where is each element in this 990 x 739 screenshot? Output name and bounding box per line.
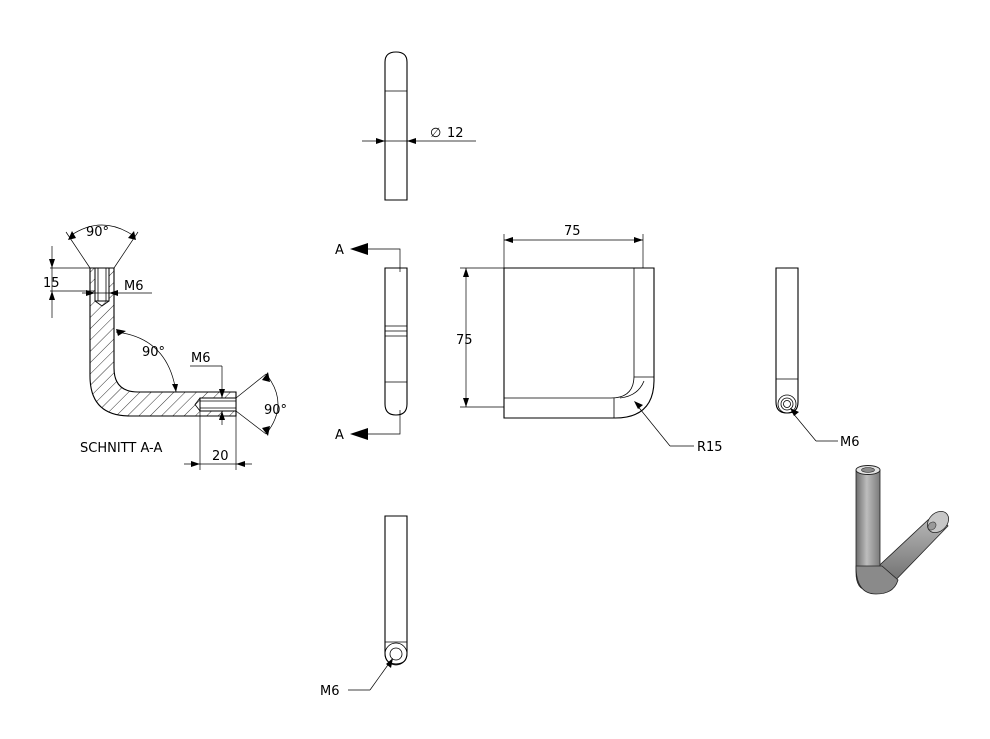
side-view: 75 75 R15 — [456, 224, 723, 455]
section-title: SCHNITT A-A — [80, 441, 162, 456]
height-label: 75 — [456, 333, 473, 348]
section-view: 90° 15 M6 90° M6 90° — [43, 224, 287, 470]
right-thread-label: M6 — [840, 435, 860, 450]
radius-label: R15 — [697, 440, 723, 455]
thread-side-label: M6 — [191, 351, 211, 366]
side-thread-hole — [199, 397, 237, 412]
front-view: A A — [335, 243, 408, 443]
section-arrow-top — [350, 243, 368, 255]
iso-elbow — [855, 565, 899, 595]
depth-top-label: 15 — [43, 276, 60, 291]
diameter-label: 12 — [447, 126, 464, 141]
depth-side-label: 20 — [212, 449, 229, 464]
angle-right-label: 90° — [264, 403, 287, 418]
section-body — [89, 267, 237, 417]
diameter-symbol: ∅ — [430, 126, 441, 141]
bottom-view: M6 — [320, 515, 408, 699]
top-thread-hole — [94, 267, 110, 302]
bottom-thread-label: M6 — [320, 684, 340, 699]
thread-top-label: M6 — [124, 279, 144, 294]
angle-top-label: 90° — [86, 225, 109, 240]
section-arrow-bottom — [350, 428, 368, 440]
width-label: 75 — [564, 224, 581, 239]
isometric-view — [855, 465, 950, 595]
section-mark-bottom: A — [335, 428, 344, 443]
top-view: ∅ 12 — [362, 51, 476, 201]
section-mark-top: A — [335, 243, 344, 258]
right-view: M6 — [775, 267, 860, 450]
angle-inner-label: 90° — [142, 345, 165, 360]
